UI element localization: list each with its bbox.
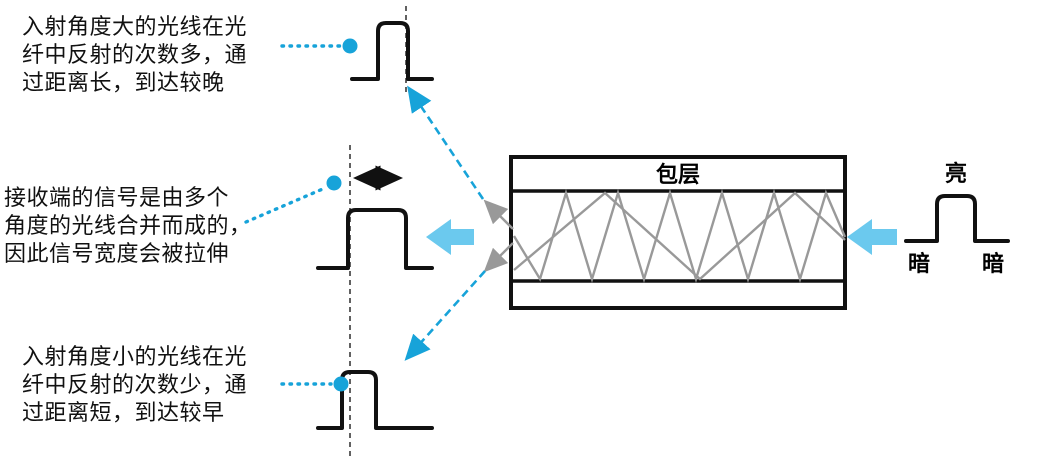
light-ray-shallow — [513, 191, 846, 281]
trace-arrow-to-late-pulse — [407, 85, 485, 200]
dark-label-left: 暗 — [908, 251, 930, 277]
pulse-late-arrival — [350, 21, 434, 81]
bright-label: 亮 — [945, 161, 967, 187]
pulse-input — [904, 194, 1010, 243]
fiber-outline — [509, 155, 847, 310]
pulse-stretched-output — [316, 208, 434, 270]
annotation-line: 角度的光线合并而成的， — [4, 214, 252, 239]
input-block-arrow — [847, 219, 897, 255]
annotation-line: 纤中反射的次数多，通 — [22, 43, 248, 68]
output-block-arrow — [426, 219, 474, 255]
annotation-line: 过距离长，到达较晚 — [22, 71, 225, 96]
annotation-line: 入射角度大的光线在光 — [22, 15, 248, 40]
connector-dot-middle — [326, 175, 342, 191]
annotation-line: 因此信号宽度会被拉伸 — [4, 242, 230, 267]
annotation-line: 过距离短，到达较早 — [22, 401, 225, 426]
annotation-small-angle: 入射角度小的光线在光 纤中反射的次数少，通 过距离短，到达较早 — [22, 344, 288, 428]
trace-arrow-to-early-pulse — [404, 270, 486, 361]
annotation-receiver-signal: 接收端的信号是由多个 角度的光线合并而成的， 因此信号宽度会被拉伸 — [4, 185, 270, 269]
dark-label-right: 暗 — [982, 251, 1004, 277]
connector-dot-bottom — [333, 376, 349, 392]
annotation-line: 入射角度小的光线在光 — [22, 345, 248, 370]
cladding-label: 包层 — [656, 162, 700, 188]
annotation-large-angle: 入射角度大的光线在光 纤中反射的次数多，通 过距离长，到达较晚 — [22, 14, 288, 98]
light-ray-steep — [512, 188, 847, 284]
ray-exit-arrow-down — [483, 242, 514, 273]
ray-exit-arrow-up — [483, 199, 514, 230]
connector-dot-top — [342, 38, 358, 54]
annotation-line: 接收端的信号是由多个 — [4, 186, 230, 211]
annotation-line: 纤中反射的次数少，通 — [22, 373, 248, 398]
connector-middle — [244, 186, 327, 224]
